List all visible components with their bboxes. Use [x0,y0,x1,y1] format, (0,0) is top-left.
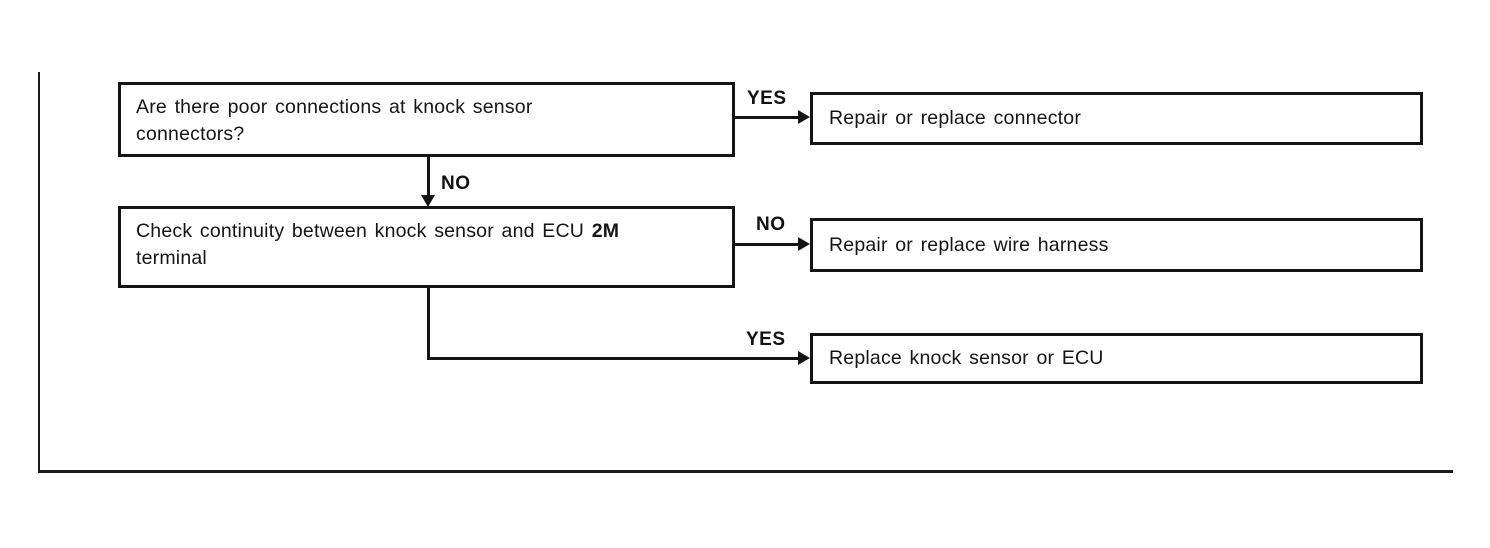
arrowhead-right-icon [798,237,810,251]
node-text-line: Repair or replace connector [829,107,1082,129]
node-text-segment: Check continuity between knock sensor an… [136,220,585,242]
node-text-line: Are there poor connections at knock sens… [136,96,533,118]
arrowhead-down-icon [421,195,435,207]
arrowhead-right-icon [798,351,810,365]
node-text-line: connectors? [136,123,245,145]
flow-node-question-knock-sensor-connections: Are there poor connections at knock sens… [118,82,735,157]
arrowhead-right-icon [798,110,810,124]
edge-label-yes: YES [746,329,786,350]
connector-q2-to-r2 [735,243,799,246]
page-bottom-rule-line [38,470,1453,473]
connector-q1-to-q2 [427,157,430,197]
edge-label-no: NO [441,173,471,194]
node-text-line: terminal [136,247,207,269]
connector-elbow-to-r3 [427,357,799,360]
page-left-rule-line [38,72,40,472]
flow-node-action-repair-wire-harness: Repair or replace wire harness [810,218,1423,272]
flow-node-action-replace-knock-sensor: Replace knock sensor or ECU [810,333,1423,384]
connector-q1-to-r1 [735,116,799,119]
node-text-terminal-id: 2M [591,220,620,242]
node-text-line: Replace knock sensor or ECU [829,347,1104,369]
node-text-line: Repair or replace wire harness [829,233,1109,256]
edge-label-no: NO [756,214,786,235]
flow-node-question-check-continuity: Check continuity between knock sensor an… [118,206,735,288]
node-text-line: Check continuity between knock sensor an… [136,218,718,245]
edge-label-yes: YES [747,88,787,109]
flow-node-action-repair-connector: Repair or replace connector [810,92,1423,145]
connector-q2-elbow-vertical [427,288,430,360]
